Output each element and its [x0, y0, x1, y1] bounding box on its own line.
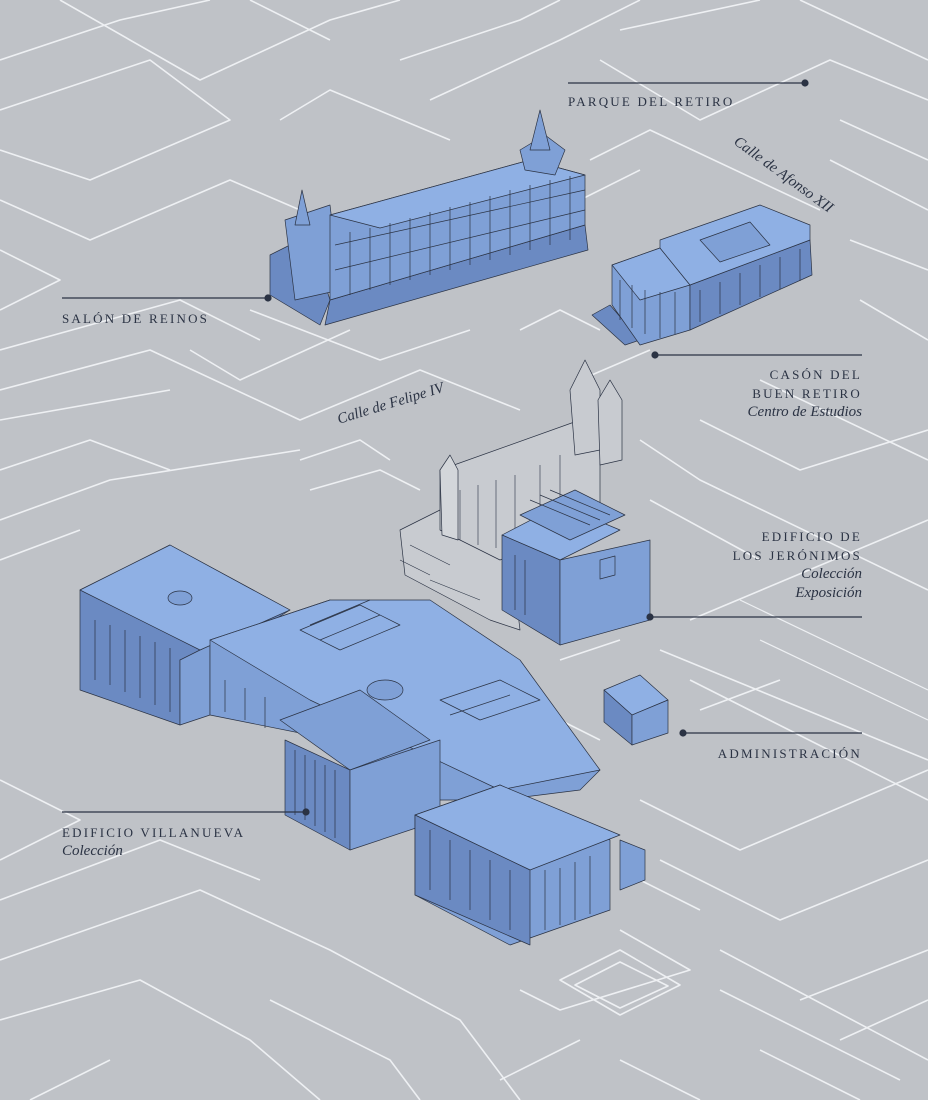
edificio-jeronimos-building — [501, 489, 651, 646]
label-administracion: ADMINISTRACIÓN — [717, 746, 862, 761]
label-jeronimos-line-2: LOS JERÓNIMOS — [732, 548, 862, 563]
label-cason-del-buen-retiro: CASÓN DEL BUEN RETIRO Centro de Estudios — [748, 365, 862, 422]
label-villanueva-subtitle: Colección — [62, 843, 123, 859]
label-cason-line-1: CASÓN DEL — [769, 367, 862, 382]
label-edificio-jeronimos: EDIFICIO DE LOS JERÓNIMOS Colección Expo… — [733, 527, 862, 603]
label-jeronimos-subtitle-1: Colección — [801, 566, 862, 582]
administracion-building — [603, 674, 669, 746]
cason-del-buen-retiro-building — [591, 204, 813, 346]
label-cason-line-2: BUEN RETIRO — [752, 386, 862, 401]
label-cason-subtitle: Centro de Estudios — [747, 404, 862, 420]
label-edificio-villanueva: EDIFICIO VILLANUEVA Colección — [62, 823, 245, 861]
label-jeronimos-line-1: EDIFICIO DE — [761, 529, 862, 544]
label-parque-del-retiro: PARQUE DEL RETIRO — [568, 94, 735, 109]
edificio-villanueva-building — [79, 544, 646, 946]
label-villanueva-title: EDIFICIO VILLANUEVA — [62, 825, 246, 840]
salon-de-reinos-building — [269, 109, 589, 326]
label-jeronimos-subtitle-2: Exposición — [795, 585, 862, 601]
label-salon-de-reinos: SALÓN DE REINOS — [62, 311, 210, 326]
